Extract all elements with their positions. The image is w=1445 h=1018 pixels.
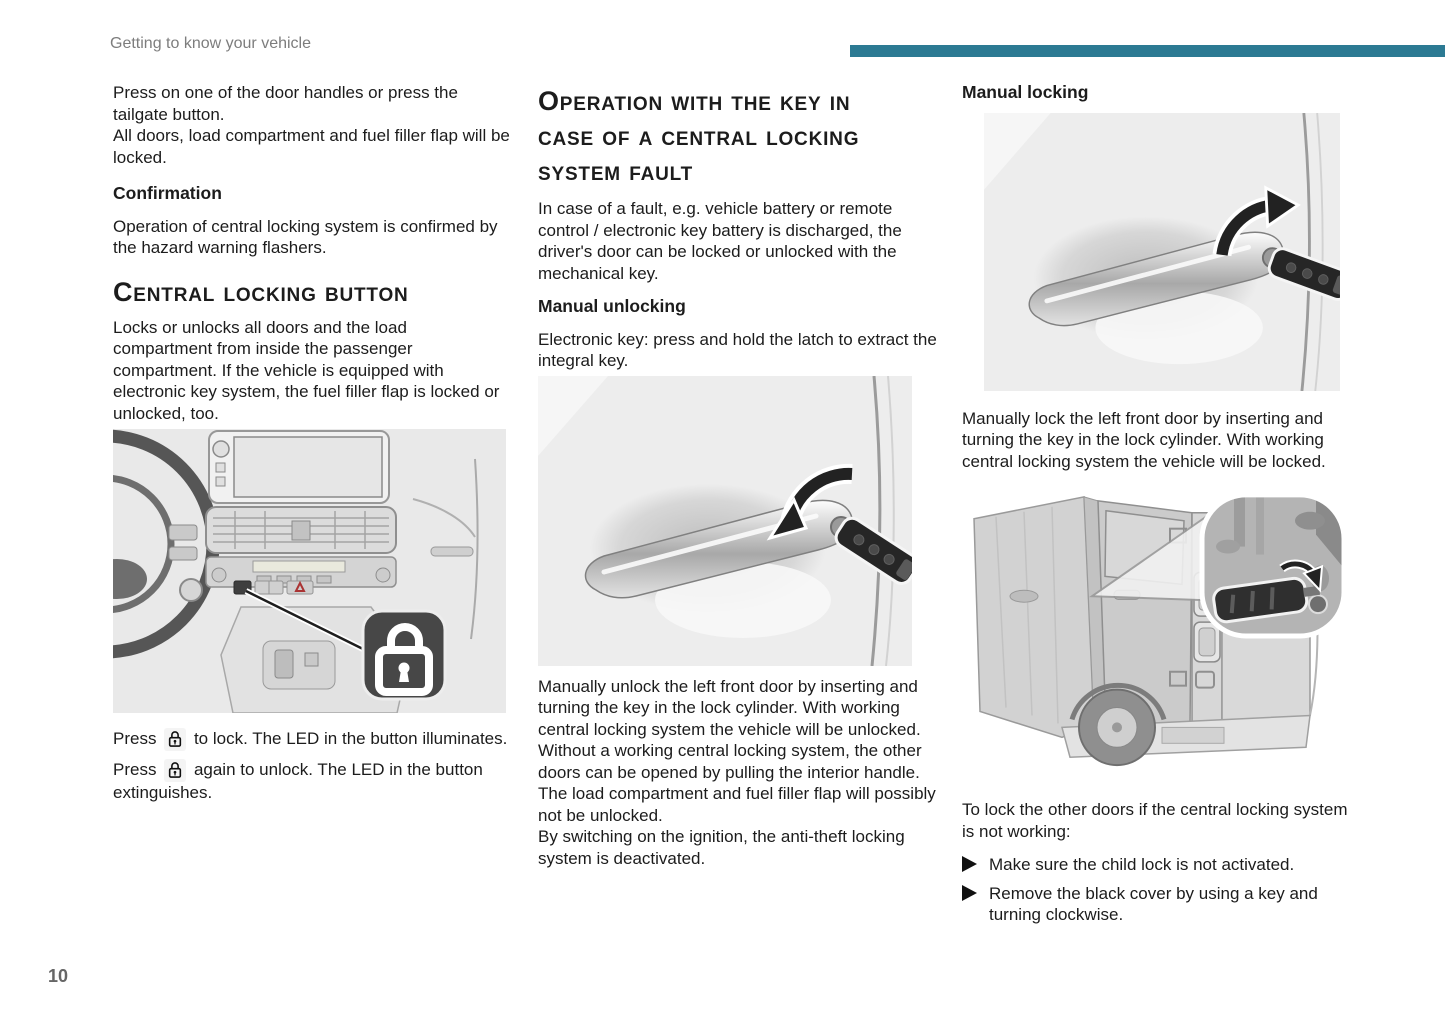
door-gap-line: [885, 375, 895, 666]
heading-line: case of a central locking: [538, 121, 860, 151]
confirmation-text: Operation of central locking system is c…: [113, 216, 498, 258]
curved-arrow-clockwise-icon: [1279, 559, 1324, 593]
recess-highlight: [655, 561, 831, 638]
door-handle-unlock-illustration: [538, 375, 912, 666]
air-vents: [205, 506, 397, 554]
list-item-text: Remove the black cover by using a key an…: [989, 883, 1318, 925]
manual-unlocking-text: Electronic key: press and hold the latch…: [538, 329, 937, 371]
lock-other-doors-text: To lock the other doors if the central l…: [962, 800, 1348, 841]
column-left: Press on one of the door handles or pres…: [113, 82, 510, 804]
body-line: Manually unlock the left front door by i…: [538, 676, 921, 739]
running-header: Getting to know your vehicle: [110, 35, 311, 52]
heading-line: Operation with the key in: [538, 86, 851, 116]
door-top-highlight: [538, 375, 608, 456]
key-fob-icon: [1212, 576, 1321, 624]
press-to-unlock-line: Press again to unlock. The LED in the bu…: [113, 759, 510, 804]
heading-line: system fault: [538, 156, 694, 186]
manual-locking-heading: Manual locking: [962, 82, 1089, 102]
manual-locking-text: Manually lock the left front door by ins…: [962, 408, 1326, 471]
intro-line-1: Press on one of the door handles or pres…: [113, 83, 458, 124]
press-unlock-text-after: again to unlock. The LED in the button e…: [113, 760, 483, 802]
section-heading-central-locking-button: Central locking button: [113, 276, 409, 307]
press-lock-text-after: to lock. The LED in the button illuminat…: [193, 729, 508, 748]
fault-intro-text: In case of a fault, e.g. vehicle battery…: [538, 199, 902, 283]
lock-cylinder: [1308, 594, 1328, 615]
body-line: By switching on the ignition, the anti-t…: [538, 827, 905, 868]
press-lock-text-before: Press: [113, 729, 157, 748]
column-middle: Operation with the key in case of a cent…: [538, 82, 938, 869]
key-fob-icon: [834, 516, 912, 585]
curved-arrow-counterclockwise-icon: [766, 463, 853, 540]
recess-highlight: [1095, 290, 1263, 364]
callout-line: [245, 589, 368, 653]
accent-bar: [850, 45, 1445, 57]
body-line: Without a working central locking system…: [538, 741, 922, 782]
door-gap-line: [1314, 112, 1324, 391]
switch-cluster: [254, 580, 284, 595]
unlock-body: Manually unlock the left front door by i…: [538, 676, 938, 870]
instruction-list: Make sure the child lock is not activate…: [962, 854, 1360, 926]
door-handle-lock-illustration: [984, 112, 1340, 391]
lock-inset: [1199, 492, 1347, 639]
section-intro: Locks or unlocks all doors and the load …: [113, 317, 500, 423]
door-edge-line: [1300, 112, 1311, 391]
confirmation-heading: Confirmation: [113, 183, 222, 203]
passenger-dash-lines: [412, 458, 479, 640]
door-top-highlight: [984, 112, 1051, 190]
triangle-right-icon: [962, 884, 977, 901]
touchscreen: [208, 430, 390, 504]
intro-line-2: All doors, load compartment and fuel fil…: [113, 126, 510, 167]
page-number: 10: [48, 966, 69, 986]
key-fob-icon: [1267, 246, 1340, 301]
press-to-lock-line: Press to lock. The LED in the button ill…: [113, 728, 510, 751]
light-switch-knob: [179, 578, 203, 602]
manual-unlocking-heading: Manual unlocking: [538, 296, 686, 316]
hazard-button: [286, 580, 314, 595]
section-heading-operation-with-key: Operation with the key in case of a cent…: [538, 84, 938, 189]
curved-arrow-clockwise-icon: [1212, 184, 1301, 257]
triangle-right-icon: [962, 856, 977, 872]
column-right: Manual locking: [962, 82, 1360, 933]
list-item: Remove the black cover by using a key an…: [962, 883, 1360, 926]
list-item-text: Make sure the child lock is not activate…: [989, 855, 1295, 874]
lock-button-icon: [164, 759, 187, 782]
list-item: Make sure the child lock is not activate…: [962, 854, 1360, 876]
padlock-icon: [361, 609, 447, 701]
body-line: The load compartment and fuel filler fla…: [538, 784, 936, 825]
rear-wheel: [1069, 682, 1167, 767]
dashboard-illustration: [113, 429, 506, 713]
press-unlock-text-before: Press: [113, 760, 157, 779]
lock-button-icon: [164, 728, 187, 751]
van-rear-illustration: [966, 477, 1351, 790]
door-edge-line: [870, 375, 882, 666]
